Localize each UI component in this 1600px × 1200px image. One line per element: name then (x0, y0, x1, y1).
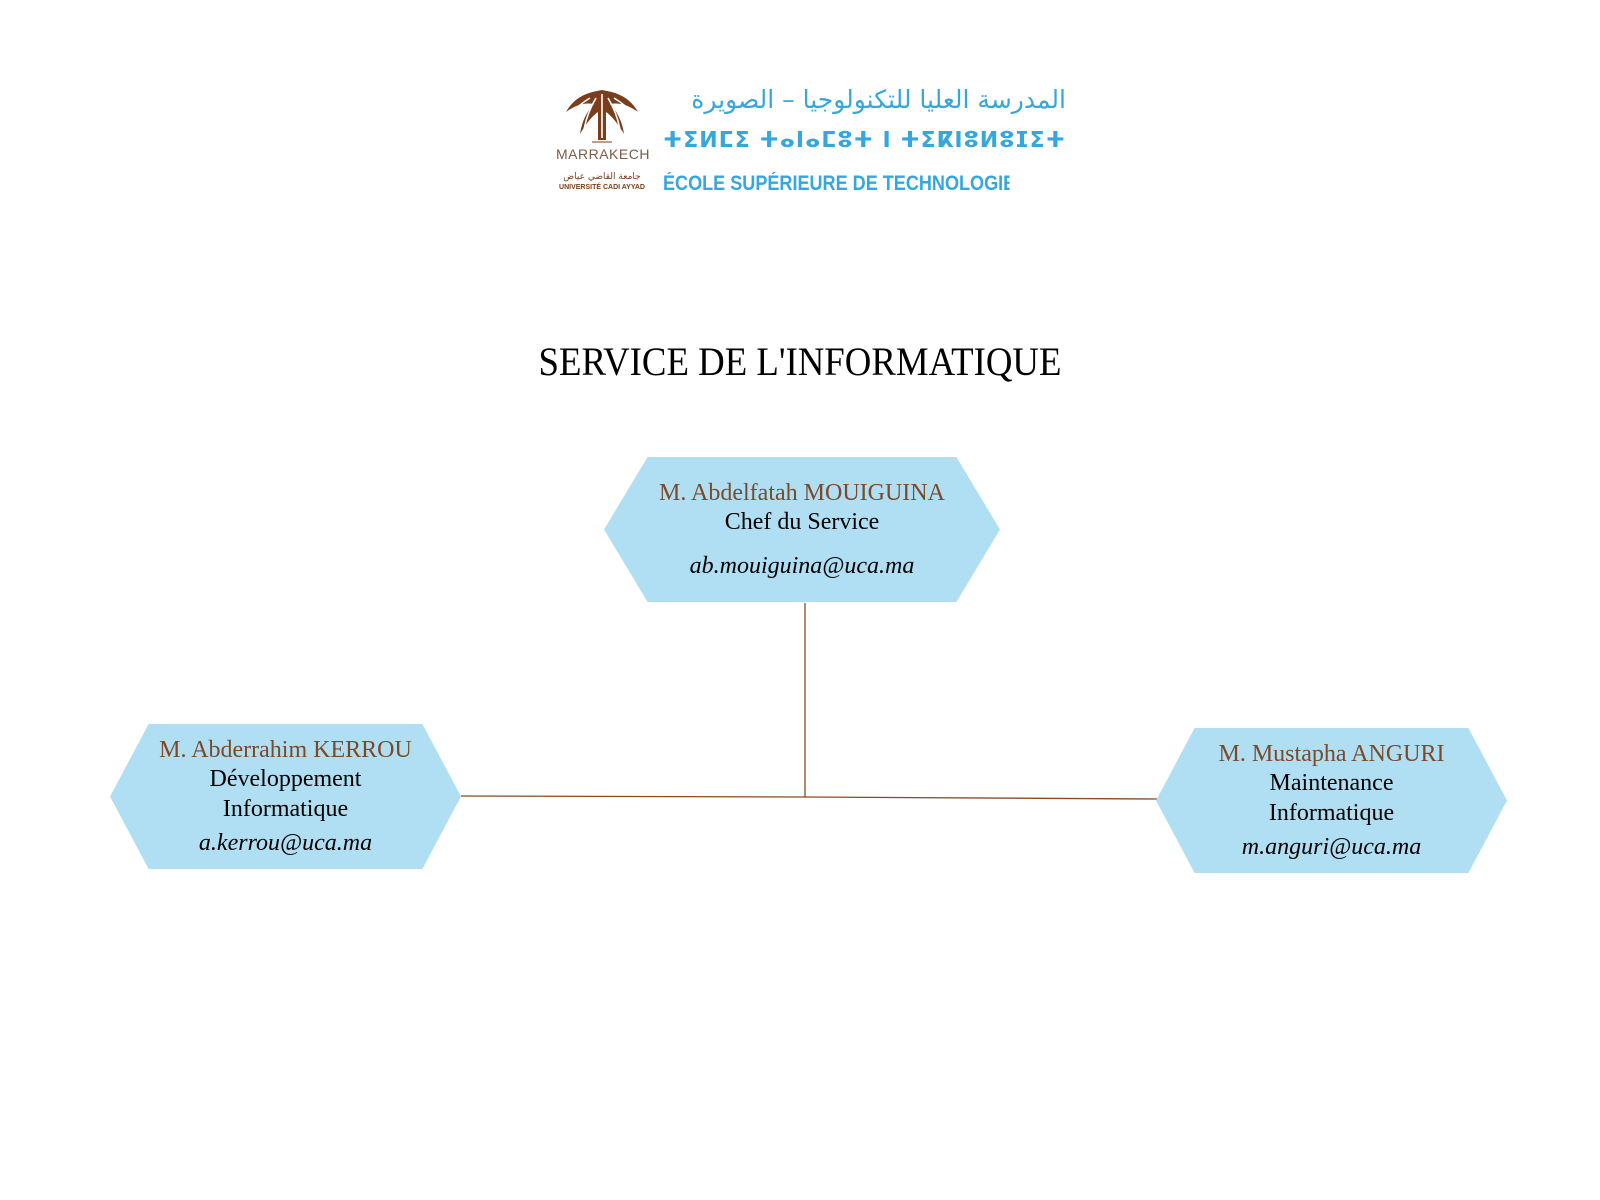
node-role-line2: Informatique (222, 795, 349, 822)
school-name-french: ÉCOLE SUPÉRIEURE DE TECHNOLOGIE - ESSAOU… (663, 172, 1010, 195)
node-role: Chef du Service (724, 508, 880, 535)
org-node-developpement: M. Abderrahim KERROU Développement Infor… (110, 724, 461, 869)
page-title: SERVICE DE L'INFORMATIQUE (538, 339, 1062, 384)
org-node-chef-du-service: M. Abdelfatah MOUIGUINA Chef du Service … (604, 457, 1000, 602)
node-person-name: M. Mustapha ANGURI (1218, 740, 1445, 767)
node-email: ab.mouiguina@uca.ma (689, 552, 915, 579)
emblem-university-french: UNIVERSITÉ CADI AYYAD (559, 184, 645, 191)
school-name-arabic: المدرسة العليا للتكنولوجيا – الصويرة (691, 85, 1066, 114)
connector-branch-left (460, 795, 806, 798)
school-name-tifinagh: ⵜⵉⵍⵎⵉ ⵜⴰⵏⴰⵎⵓⵜ ⵏ ⵜⵉⴽⵏⵓⵍⵓⵊⵉⵜ - ⵜⴰⵚⵓⵉⵔⴰ (663, 128, 1066, 153)
node-email: m.anguri@uca.ma (1241, 833, 1422, 860)
university-emblem: MARRAKECH جامعة القاضي عياض UNIVERSITÉ C… (556, 84, 650, 204)
node-role-line1: Développement (209, 765, 362, 792)
org-node-maintenance: M. Mustapha ANGURI Maintenance Informati… (1156, 728, 1507, 873)
node-role-line1: Maintenance (1269, 769, 1394, 796)
node-role-line2: Informatique (1268, 799, 1395, 826)
palm-emblem-icon (566, 90, 638, 143)
emblem-city-label: MARRAKECH (556, 146, 650, 162)
connector-branch-right (804, 796, 1159, 800)
node-person-name: M. Abderrahim KERROU (159, 736, 412, 763)
school-logo: MARRAKECH جامعة القاضي عياض UNIVERSITÉ C… (556, 84, 1066, 204)
emblem-university-arabic: جامعة القاضي عياض (563, 172, 641, 182)
node-person-name: M. Abdelfatah MOUIGUINA (659, 479, 945, 506)
node-email: a.kerrou@uca.ma (198, 829, 373, 856)
